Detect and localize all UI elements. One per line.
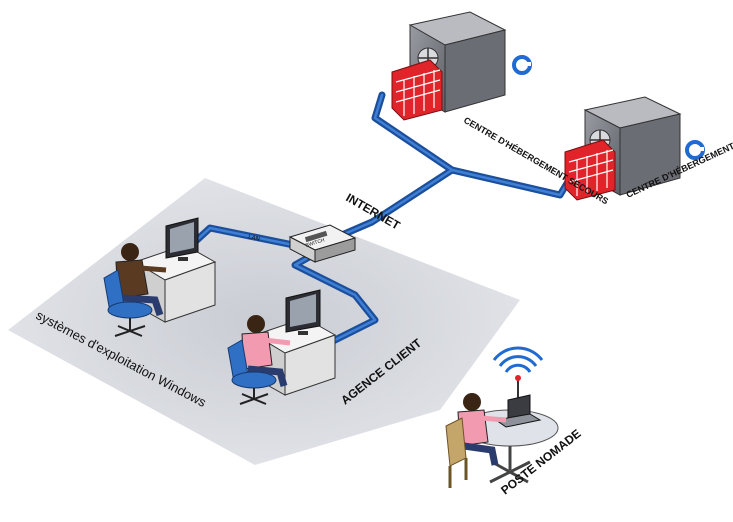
chair-icon (445, 417, 468, 488)
brand-logo-icon (512, 55, 532, 75)
computer-icon (285, 289, 321, 335)
backup-firewall-icon (391, 59, 443, 121)
brand-logo-icon (685, 140, 705, 160)
nomad-station (445, 346, 559, 488)
person-icon (457, 393, 507, 466)
router-icon (288, 224, 357, 263)
chair-icon (103, 269, 153, 337)
router-label: SWITCH (305, 237, 326, 249)
person-icon (241, 315, 291, 387)
laptop-icon (494, 394, 542, 428)
main-firewall-icon (564, 139, 616, 201)
wifi-icon (492, 346, 544, 398)
chair-icon (227, 339, 277, 405)
computer-icon (165, 217, 199, 261)
workstation-1 (103, 217, 217, 337)
workstation-2 (227, 289, 337, 405)
lan-label: LAN (247, 234, 260, 243)
